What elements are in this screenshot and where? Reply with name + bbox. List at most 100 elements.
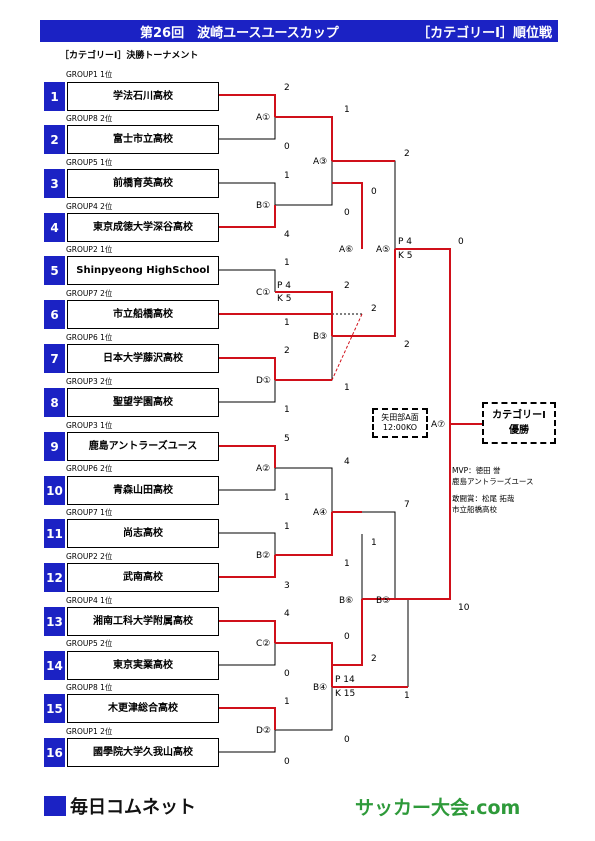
team-group-label: GROUP1 1位 [66, 70, 113, 79]
seed-number: 4 [44, 213, 65, 242]
score: 2 [371, 304, 377, 314]
seed-number: 14 [44, 651, 65, 680]
score: 2 [344, 281, 350, 291]
seed-number: 3 [44, 169, 65, 198]
match-label: D① [256, 376, 271, 386]
score: 2 [284, 83, 290, 93]
score: P 4 [277, 281, 291, 291]
venue-name: 矢田部A面 [381, 412, 419, 422]
team-name: 日本大学藤沢高校 [67, 344, 219, 373]
score: 1 [344, 105, 350, 115]
champion-label: 優勝 [509, 425, 529, 436]
team-group-label: GROUP6 2位 [66, 464, 113, 473]
seed-number: 9 [44, 432, 65, 461]
score: 2 [404, 340, 410, 350]
team-group-label: GROUP3 1位 [66, 421, 113, 430]
seed-number: 1 [44, 82, 65, 111]
seed-number: 16 [44, 738, 65, 767]
score: P 14 [335, 675, 355, 685]
score: 0 [371, 187, 377, 197]
match-label: C② [256, 639, 270, 649]
team-group-label: GROUP5 2位 [66, 639, 113, 648]
team-name: 尚志高校 [67, 519, 219, 548]
footer-brand-left: 毎日コムネット [70, 797, 196, 818]
seed-number: 2 [44, 125, 65, 154]
seed-number: 12 [44, 563, 65, 592]
score: 0 [344, 735, 350, 745]
score: 0 [344, 208, 350, 218]
seed-number: 13 [44, 607, 65, 636]
match-label: A⑤ [376, 245, 390, 255]
team-group-label: GROUP4 1位 [66, 596, 113, 605]
score: 5 [284, 434, 290, 444]
team-name: 東京実業高校 [67, 651, 219, 680]
team-group-label: GROUP6 1位 [66, 333, 113, 342]
score: 1 [284, 522, 290, 532]
champion-box: カテゴリーⅠ 優勝 [482, 402, 556, 444]
score: 2 [404, 149, 410, 159]
team-name: 東京成徳大学深谷高校 [67, 213, 219, 242]
score: 10 [458, 603, 470, 613]
score: 1 [284, 318, 290, 328]
score: 1 [371, 538, 377, 548]
awards-block: MVP：徳田 誉 鹿島アントラーズユース 敢闘賞：松尾 拓哉 市立船橋高校 [452, 466, 533, 516]
seed-number: 15 [44, 694, 65, 723]
team-group-label: GROUP7 2位 [66, 289, 113, 298]
team-name: Shinpyeong HighSchool [67, 256, 219, 285]
team-group-label: GROUP3 2位 [66, 377, 113, 386]
score: 0 [458, 237, 464, 247]
team-group-label: GROUP8 2位 [66, 114, 113, 123]
score: 4 [284, 609, 290, 619]
mvp-award: MVP：徳田 誉 [452, 466, 501, 475]
team-name: 國學院大学久我山高校 [67, 738, 219, 767]
match-label: D② [256, 726, 271, 736]
footer-brand-right: サッカー大会.com [355, 797, 521, 819]
score: 0 [284, 669, 290, 679]
seed-number: 5 [44, 256, 65, 285]
page-title: 第26回 波崎ユースユースカップ [140, 26, 339, 41]
match-label: A⑥ [339, 245, 353, 255]
score: 2 [284, 346, 290, 356]
score: 3 [284, 581, 290, 591]
team-name: 武南高校 [67, 563, 219, 592]
team-group-label: GROUP2 1位 [66, 245, 113, 254]
tiebreak-arrow [331, 313, 363, 381]
venue-time: 12:00KO [382, 423, 418, 432]
seed-number: 8 [44, 388, 65, 417]
score: 4 [284, 230, 290, 240]
score: 2 [371, 654, 377, 664]
header-bar: 第26回 波崎ユースユースカップ ［カテゴリーⅠ］順位戦 [40, 20, 558, 42]
logo-mark-icon [44, 796, 66, 816]
match-label: C① [256, 288, 270, 298]
team-name: 鹿島アントラーズユース [67, 432, 219, 461]
score: 1 [404, 691, 410, 701]
team-group-label: GROUP5 1位 [66, 158, 113, 167]
seed-number: 6 [44, 300, 65, 329]
team-name: 前橋育英高校 [67, 169, 219, 198]
score: 1 [284, 697, 290, 707]
footer-logo-left: 毎日コムネット [44, 795, 196, 818]
match-label: B③ [313, 332, 327, 342]
match-label: B⑥ [339, 596, 353, 606]
score: 1 [284, 405, 290, 415]
match-label: B② [256, 551, 270, 561]
section-subtitle: ［カテゴリーⅠ］決勝トーナメント [60, 51, 199, 61]
match-label: A⑦ [431, 420, 445, 430]
score: 4 [344, 457, 350, 467]
team-group-label: GROUP2 2位 [66, 552, 113, 561]
category-title: ［カテゴリーⅠ］順位戦 [417, 26, 552, 41]
team-name: 学法石川高校 [67, 82, 219, 111]
team-group-label: GROUP4 2位 [66, 202, 113, 211]
match-label: A③ [313, 157, 327, 167]
team-name: 木更津総合高校 [67, 694, 219, 723]
score: 1 [344, 559, 350, 569]
mvp-team: 鹿島アントラーズユース [452, 476, 534, 486]
score: K 5 [277, 294, 292, 304]
fighting-spirit-award: 敢闘賞：松尾 拓哉 [452, 493, 515, 503]
winner-lines [219, 94, 482, 730]
match-label: A① [256, 113, 270, 123]
score: 1 [284, 171, 290, 181]
team-group-label: GROUP7 1位 [66, 508, 113, 517]
venue-box: 矢田部A面 12:00KO [372, 408, 428, 438]
